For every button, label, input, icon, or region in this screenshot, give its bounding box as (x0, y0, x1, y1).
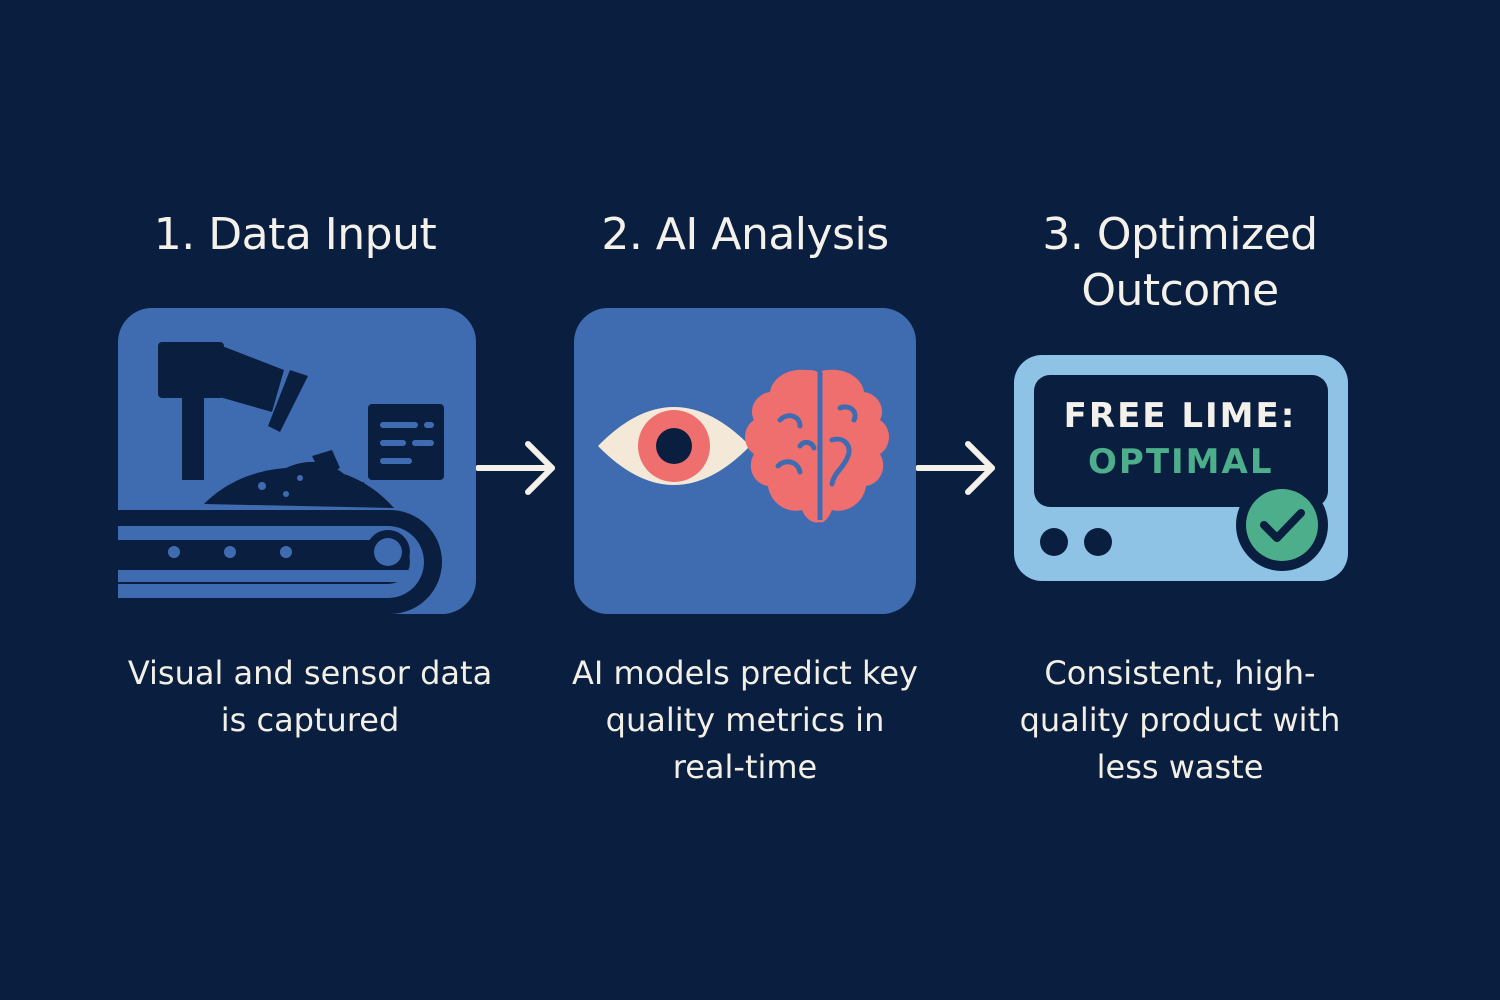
free-lime-label: FREE LIME: (1063, 396, 1297, 436)
brain-icon (745, 369, 889, 523)
step-1-title: 1. Data Input (153, 209, 437, 260)
indicator-light (1084, 528, 1112, 556)
monitor-check-icon (1014, 355, 1348, 581)
arrow-right-icon (475, 438, 558, 502)
conveyor-crusher-icon (118, 308, 476, 614)
check-icon (1236, 479, 1328, 571)
eye-brain-icon (574, 308, 916, 614)
indicator-light (1040, 528, 1068, 556)
monitor-readout: FREE LIME: OPTIMAL (1040, 392, 1320, 484)
step-1-description: Visual and sensor data is captured (127, 654, 493, 739)
data-input-panel (118, 308, 476, 614)
free-lime-status: OPTIMAL (1088, 442, 1274, 482)
step-3-title-line1: 3. Optimized (1042, 209, 1318, 260)
arrow-right-icon (915, 438, 998, 502)
step-2-title: 2. AI Analysis (601, 209, 889, 260)
eye-icon (598, 407, 750, 485)
step-2-description: AI models predict key quality metrics in… (572, 654, 918, 786)
step-3-title-line2: Outcome (1081, 265, 1279, 316)
optimized-outcome-panel (1014, 355, 1348, 581)
step-3-title: 3. Optimized Outcome (1000, 207, 1360, 319)
step-3-description: Consistent, high-quality product with le… (1019, 654, 1341, 786)
ai-analysis-panel (574, 308, 916, 614)
